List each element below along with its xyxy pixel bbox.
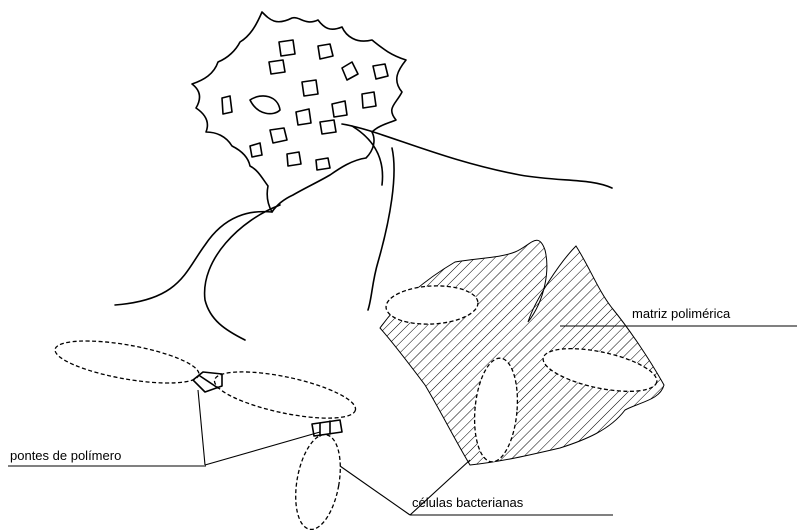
label-bacterial-cells: células bacterianas (412, 495, 524, 510)
protozoan-vacuoles (222, 40, 388, 170)
bacterial-cell (52, 333, 202, 392)
polymer-matrix-region (380, 240, 664, 465)
bacterial-cell (211, 362, 359, 427)
bacterial-cell (289, 431, 347, 532)
label-polymer-bridges: pontes de polímero (10, 448, 121, 463)
label-polymer-matrix: matriz polimérica (632, 306, 731, 321)
